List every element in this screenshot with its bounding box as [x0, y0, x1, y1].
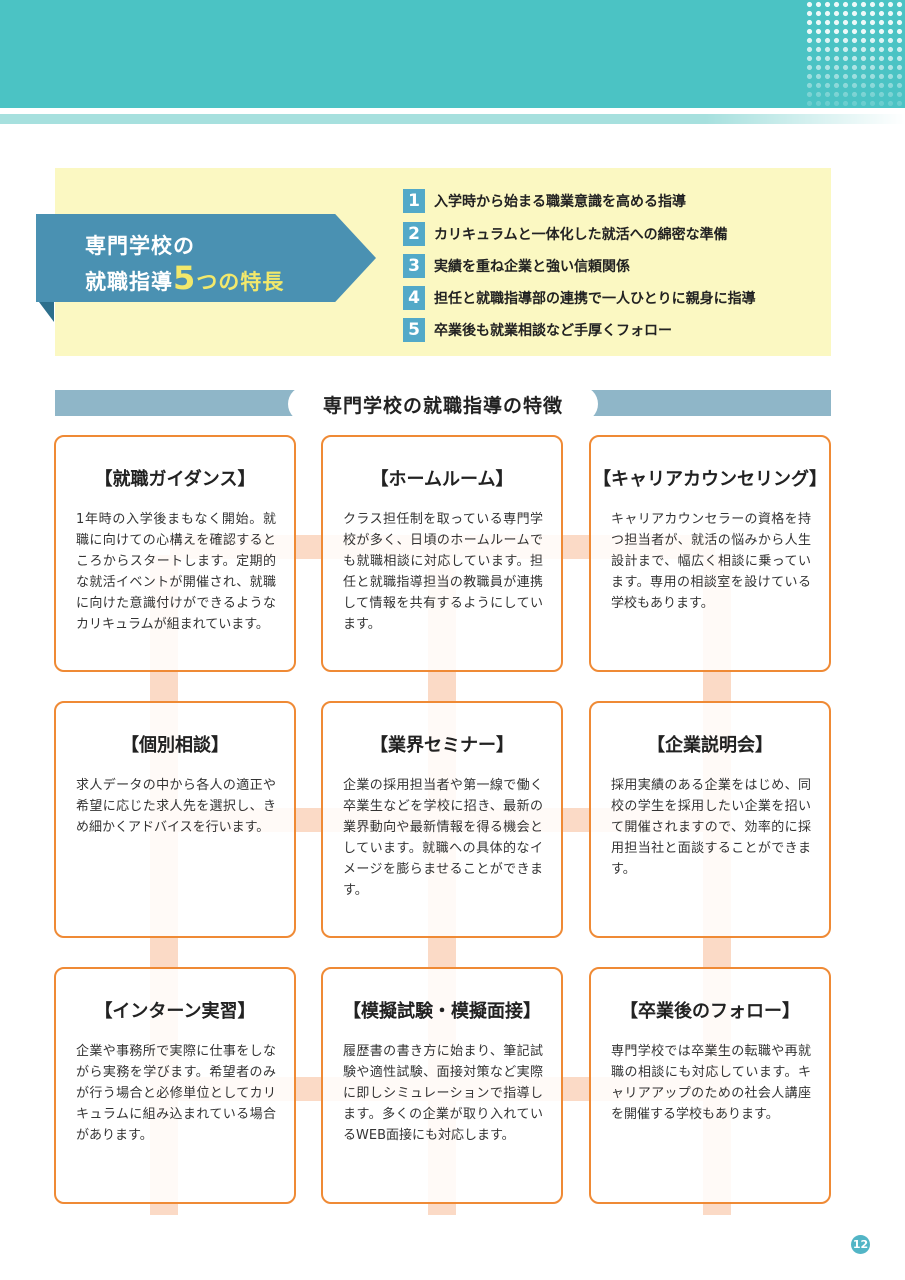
- section-title-pill: 専門学校の就職指導の特徴: [288, 386, 598, 422]
- card-title: 【インターン実習】: [94, 1001, 256, 1022]
- card-body: 履歴書の書き方に始まり、筆記試験や適性試験、面接対策など実際に即しシミュレーショ…: [343, 1044, 543, 1143]
- card-body: 専門学校では卒業生の転職や再就職の相談にも対応しています。キャリアアップのための…: [611, 1044, 811, 1122]
- feature-item: 5 卒業後も就業相談など手厚くフォロー: [403, 318, 672, 342]
- feature-item: 3 実績を重ね企業と強い信頼関係: [403, 254, 630, 278]
- ribbon-title-prefix: 就職指導: [85, 270, 173, 294]
- card-job-guidance: 【就職ガイダンス】 1年時の入学後まもなく開始。就職に向けての心構えを確認すると…: [54, 435, 296, 672]
- header-stripe-fade: [705, 114, 905, 124]
- section-title: 専門学校の就職指導の特徴: [322, 394, 563, 417]
- card-title: 【個別相談】: [121, 735, 229, 756]
- card-company-briefing: 【企業説明会】 採用実績のある企業をはじめ、同校の学生を採用したい企業を招いて開…: [589, 701, 831, 938]
- ribbon-title-suffix: つの特長: [196, 270, 285, 294]
- header-band: [0, 0, 905, 108]
- feature-number: 2: [403, 222, 425, 246]
- feature-number: 3: [403, 254, 425, 278]
- feature-text: カリキュラムと一体化した就活への綿密な準備: [434, 227, 728, 243]
- card-body: 企業の採用担当者や第一線で働く卒業生などを学校に招き、最新の業界動向や最新情報を…: [343, 778, 543, 898]
- card-body: キャリアカウンセラーの資格を持つ担当者が、就活の悩みから人生設計まで、幅広く相談…: [611, 512, 811, 611]
- card-title: 【模擬試験・模擬面接】: [343, 1001, 541, 1022]
- halftone-fade: [805, 0, 905, 108]
- ribbon-title-line2: 就職指導5つの特長: [85, 262, 284, 296]
- card-industry-seminar: 【業界セミナー】 企業の採用担当者や第一線で働く卒業生などを学校に招き、最新の業…: [321, 701, 563, 938]
- feature-item: 4 担任と就職指導部の連携で一人ひとりに親身に指導: [403, 286, 756, 310]
- card-title: 【ホームルーム】: [370, 469, 514, 490]
- feature-number: 4: [403, 286, 425, 310]
- card-homeroom: 【ホームルーム】 クラス担任制を取っている専門学校が多く、日頃のホームルームでも…: [321, 435, 563, 672]
- feature-text: 担任と就職指導部の連携で一人ひとりに親身に指導: [434, 291, 756, 307]
- ribbon-five-number: 5: [173, 259, 197, 297]
- header-stripe: [0, 114, 905, 124]
- card-body: 求人データの中から各人の適正や希望に応じた求人先を選択し、きめ細かくアドバイスを…: [76, 778, 276, 835]
- feature-item: 2 カリキュラムと一体化した就活への綿密な準備: [403, 222, 728, 246]
- ribbon-fold: [36, 298, 54, 322]
- card-body: クラス担任制を取っている専門学校が多く、日頃のホームルームでも就職相談に対応して…: [343, 512, 543, 632]
- feature-text: 実績を重ね企業と強い信頼関係: [434, 259, 630, 275]
- feature-text: 卒業後も就業相談など手厚くフォロー: [434, 323, 672, 339]
- page-number: 12: [851, 1235, 870, 1254]
- card-internship: 【インターン実習】 企業や事務所で実際に仕事をしながら実務を学びます。希望者のみ…: [54, 967, 296, 1204]
- card-title: 【企業説明会】: [647, 735, 773, 756]
- feature-ribbon: [36, 214, 376, 302]
- ribbon-title-line1: 専門学校の: [85, 234, 195, 258]
- card-body: 採用実績のある企業をはじめ、同校の学生を採用したい企業を招いて開催されますので、…: [611, 778, 811, 877]
- card-title: 【キャリアカウンセリング】: [593, 469, 827, 490]
- card-title: 【業界セミナー】: [370, 735, 514, 756]
- feature-number: 5: [403, 318, 425, 342]
- card-title: 【卒業後のフォロー】: [620, 1001, 800, 1022]
- card-individual-consultation: 【個別相談】 求人データの中から各人の適正や希望に応じた求人先を選択し、きめ細か…: [54, 701, 296, 938]
- card-body: 企業や事務所で実際に仕事をしながら実務を学びます。希望者のみが行う場合と必修単位…: [76, 1044, 276, 1143]
- feature-text: 入学時から始まる職業意識を高める指導: [434, 194, 686, 210]
- card-career-counseling: 【キャリアカウンセリング】 キャリアカウンセラーの資格を持つ担当者が、就活の悩み…: [589, 435, 831, 672]
- card-body: 1年時の入学後まもなく開始。就職に向けての心構えを確認するところからスタートしま…: [76, 512, 276, 632]
- card-title: 【就職ガイダンス】: [94, 469, 256, 490]
- card-post-graduation-followup: 【卒業後のフォロー】 専門学校では卒業生の転職や再就職の相談にも対応しています。…: [589, 967, 831, 1204]
- card-mock-exam-interview: 【模擬試験・模擬面接】 履歴書の書き方に始まり、筆記試験や適性試験、面接対策など…: [321, 967, 563, 1204]
- feature-item: 1 入学時から始まる職業意識を高める指導: [403, 189, 686, 213]
- feature-number: 1: [403, 189, 425, 213]
